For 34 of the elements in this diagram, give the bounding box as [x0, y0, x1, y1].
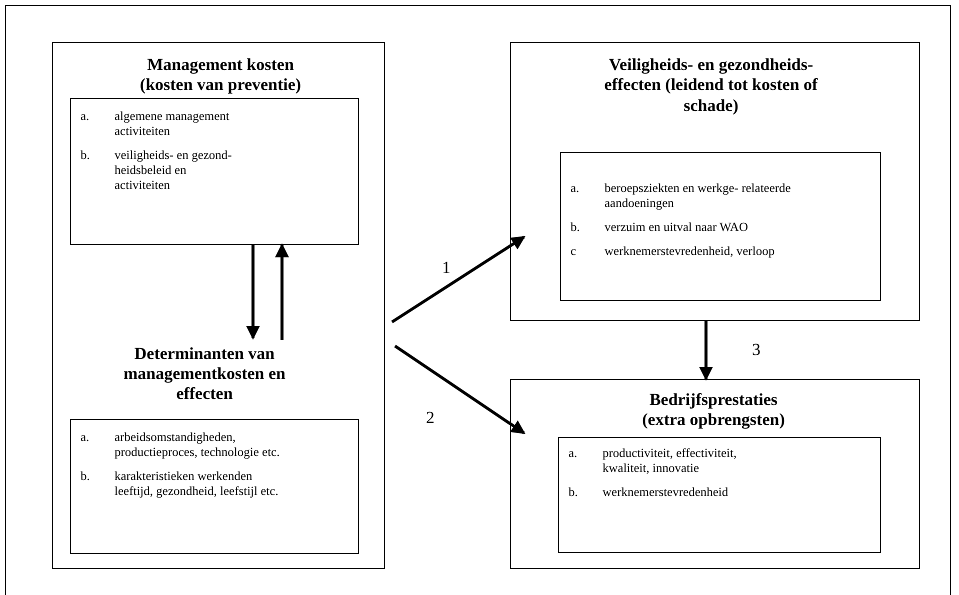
list-marker: b. [568, 484, 579, 500]
list-item-text: productiviteit, effectiviteit, kwaliteit, innovatie [602, 446, 738, 476]
arrow [246, 245, 260, 340]
arrow [394, 344, 526, 434]
list-marker: a. [570, 180, 580, 196]
list-marker: b. [80, 148, 91, 164]
list-marker: a. [80, 108, 90, 124]
list-marker: a. [80, 430, 90, 446]
list-marker: c [570, 244, 578, 258]
list-marker: b. [80, 468, 91, 484]
list-item-text: beroepsziekten en werkge- relateerde aandoeningen [604, 180, 792, 210]
list-item-text: verzuim en uitval naar WAO [604, 220, 749, 234]
list-item-text: veiligheids- en gezond- heidsbeleid en activiteiten [114, 148, 233, 192]
section-heading: Bedrijfsprestaties (extra opbrengsten) [641, 390, 786, 431]
list-marker: a. [568, 446, 578, 462]
section-heading: Determinanten van managementkosten en effecten [120, 344, 290, 406]
list-marker: b. [570, 220, 581, 234]
list-item-text: karakteristieken werkenden leeftijd, gezondheid, leefstijl etc. [114, 468, 280, 498]
arrow [391, 236, 526, 324]
list-item-text: arbeidsomstandigheden, productieproces, technologie etc. [114, 430, 281, 460]
list-box [560, 152, 880, 300]
section-box [510, 379, 920, 569]
section-heading: Management kosten (kosten van preventie) [138, 55, 302, 96]
section-box [52, 42, 385, 569]
arrow [699, 321, 713, 381]
list-box [70, 98, 358, 244]
arrow [275, 243, 289, 340]
list-item-text: werknemerstevredenheid [602, 484, 730, 500]
section-heading: Veiligheids- en gezondheids- effecten (leidend tot kosten of schade) [603, 55, 819, 116]
section-box [510, 42, 920, 321]
list-box [70, 418, 358, 554]
list-item-text: werknemerstevredenheid, verloop [604, 244, 776, 258]
list-item-text: algemene management activiteiten [114, 108, 230, 138]
list-box [558, 436, 880, 552]
